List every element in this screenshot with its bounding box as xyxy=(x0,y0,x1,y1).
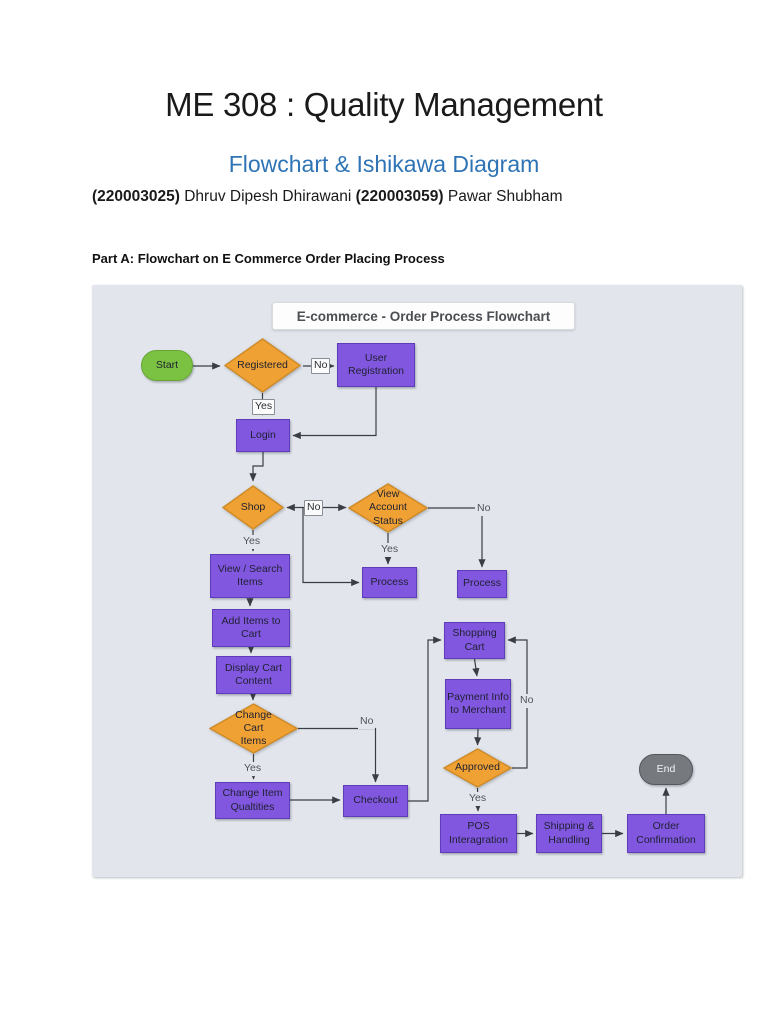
node-user-registration: User Registration xyxy=(337,343,415,387)
edge-label-yes-change-cart: Yes xyxy=(242,762,264,776)
section-heading: Part A: Flowchart on E Commerce Order Pl… xyxy=(92,251,445,266)
edge-junction-processleft xyxy=(302,507,360,587)
author-name: Dhruv Dipesh Dhirawani xyxy=(179,188,356,205)
flowchart-canvas: E-commerce - Order Process Flowchart Sta… xyxy=(92,285,742,877)
node-approved: Approved xyxy=(443,748,512,788)
edge-login-shop xyxy=(249,452,264,482)
node-label: Approved xyxy=(455,761,500,774)
edge-label-yes-shop: Yes xyxy=(241,535,263,549)
node-view-account-status: View Account Status xyxy=(348,483,428,533)
authors-line: (220003025) Dhruv Dipesh Dhirawani (2200… xyxy=(92,188,692,206)
node-pos-interagration: POS Interagration xyxy=(440,814,517,853)
node-change-item-qualtities: Change Item Qualtities xyxy=(215,782,290,819)
node-start: Start xyxy=(141,350,193,381)
flowchart-title: E-commerce - Order Process Flowchart xyxy=(272,302,575,330)
page-title: ME 308 : Quality Management xyxy=(165,86,603,123)
diamond-shape xyxy=(348,483,428,533)
node-registered: Registered xyxy=(224,338,301,393)
edge-label-no-change-cart: No xyxy=(358,715,376,729)
node-process-left: Process xyxy=(362,567,417,598)
author-roll: (220003059) xyxy=(355,188,444,205)
edge-label-yes-approved: Yes xyxy=(467,792,489,806)
diamond-shape xyxy=(209,703,298,754)
node-label: Shop xyxy=(240,500,266,513)
edge-changecart-checkout xyxy=(298,727,380,783)
node-payment-info-to-merchant: Payment Info to Merchant xyxy=(445,679,511,729)
author-name: Pawar Shubham xyxy=(443,188,563,205)
edge-label-no-view-account: No xyxy=(475,502,493,516)
node-shop: Shop xyxy=(222,485,284,530)
diamond-shape xyxy=(224,338,301,393)
node-shopping-cart: Shopping Cart xyxy=(444,622,505,659)
node-view-search-items: View / Search Items xyxy=(210,554,290,598)
node-label: Registered xyxy=(237,358,288,371)
edge-payment-approved xyxy=(474,728,482,746)
edge-label-no-registered: No xyxy=(311,358,331,374)
node-checkout: Checkout xyxy=(343,785,408,817)
edge-shoppingcart-payment xyxy=(472,658,480,677)
node-display-cart-content: Display Cart Content xyxy=(216,656,291,694)
node-change-cart-items: Change Cart Items xyxy=(209,703,298,754)
edge-label-yes-view-account: Yes xyxy=(379,543,401,557)
edge-userreg-login xyxy=(292,387,377,440)
edge-checkout-shoppingcart xyxy=(408,636,442,802)
node-login: Login xyxy=(236,419,290,452)
node-order-confirmation: Order Confirmation xyxy=(627,814,705,853)
author-roll: (220003025) xyxy=(92,188,180,205)
node-process-right: Process xyxy=(457,570,507,598)
diamond-shape xyxy=(222,485,284,530)
node-add-items-to-cart: Add Items to Cart xyxy=(212,609,290,647)
edge-label-no-approved: No xyxy=(518,694,536,708)
edge-label-no-shop: No xyxy=(304,500,324,516)
edge-label-yes-registered: Yes xyxy=(252,399,276,415)
node-label: Change Cart Items xyxy=(235,708,272,748)
node-end: End xyxy=(639,754,693,785)
node-label: View Account Status xyxy=(369,488,407,527)
diamond-shape xyxy=(443,748,512,788)
edge-vas-processright xyxy=(428,507,486,568)
node-shipping-handling: Shipping & Handling xyxy=(536,814,602,853)
page-subtitle: Flowchart & Ishikawa Diagram xyxy=(228,151,540,177)
